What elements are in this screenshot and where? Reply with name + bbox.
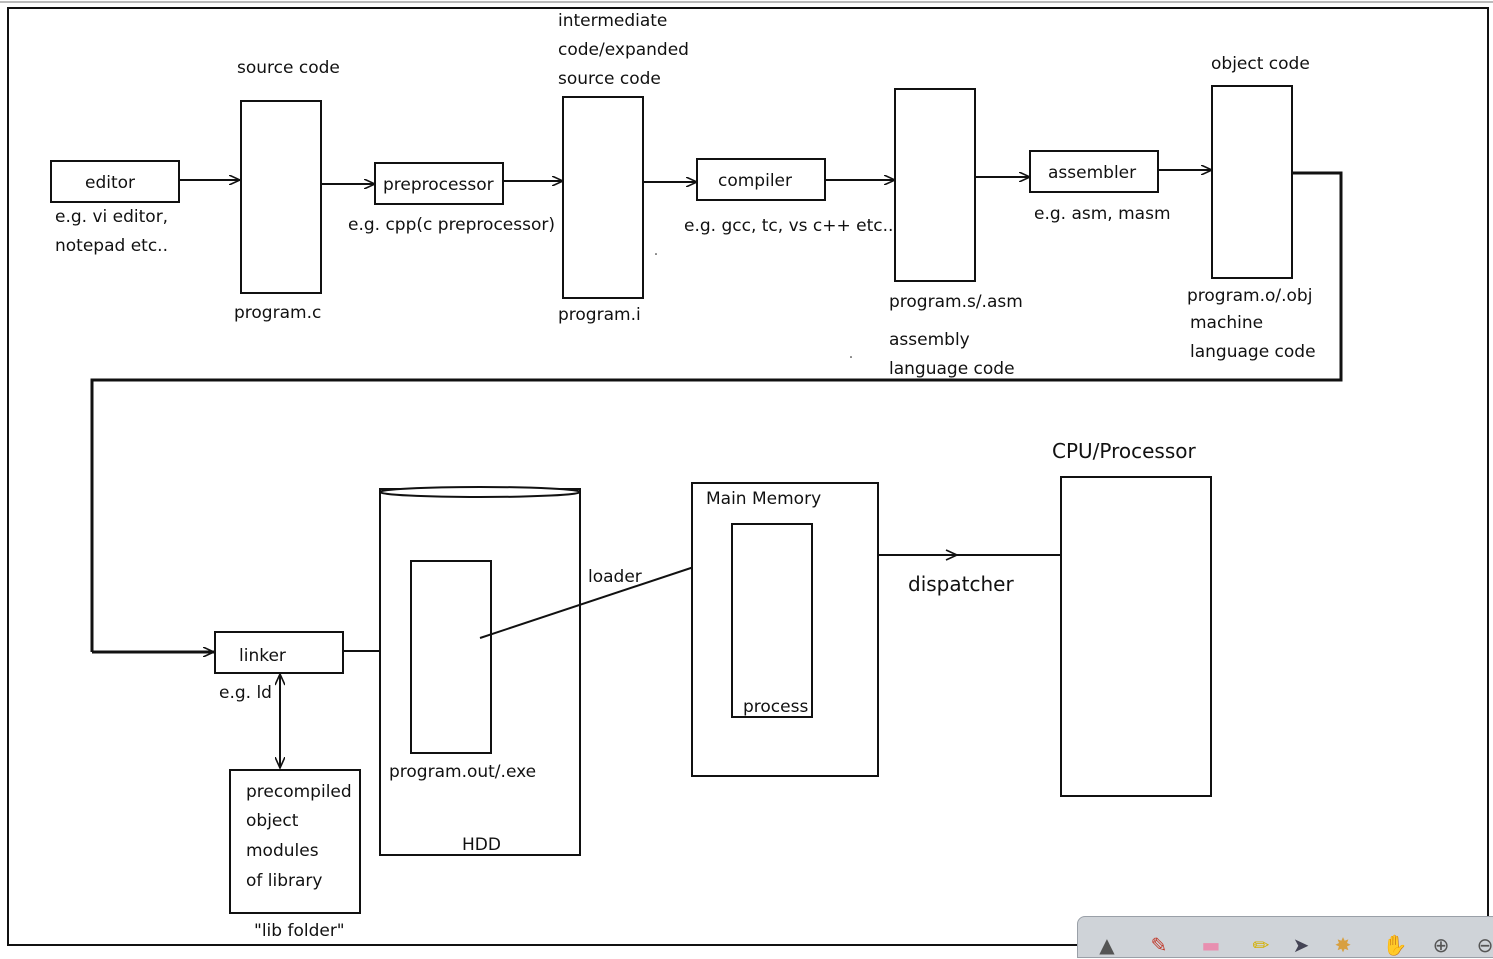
stray-dot [850, 356, 852, 358]
intermediate-caption-3: source code [558, 69, 661, 89]
intermediate-file-name: program.i [558, 305, 641, 325]
assembly-caption-2: language code [889, 359, 1015, 379]
library-line-3: modules [246, 841, 319, 861]
object-code-caption: object code [1211, 54, 1310, 74]
library-line-2: object [246, 811, 299, 831]
editor-note-2: notepad etc.. [55, 236, 168, 256]
library-caption: "lib folder" [254, 921, 345, 941]
executable-file-box [410, 560, 492, 754]
editor-box [50, 160, 180, 203]
library-box [229, 769, 361, 914]
intermediate-caption-2: code/expanded [558, 40, 689, 60]
pointer-icon[interactable]: ▲ [1099, 933, 1115, 957]
hdd-label: HDD [462, 835, 501, 855]
editor-note-1: e.g. vi editor, [55, 207, 168, 227]
library-line-1: precompiled [246, 782, 352, 802]
process-box [731, 523, 813, 718]
source-file-name: program.c [234, 303, 321, 323]
library-line-4: of library [246, 871, 322, 891]
cursor-icon[interactable]: ➤ [1292, 933, 1310, 957]
dispatcher-arrowhead [945, 549, 959, 561]
source-code-caption: source code [237, 58, 340, 78]
assembly-caption-1: assembly [889, 330, 970, 350]
intermediate-file-box [562, 96, 644, 299]
intermediate-caption-1: intermediate [558, 11, 667, 31]
main-memory-label: Main Memory [706, 489, 821, 509]
compiler-note: e.g. gcc, tc, vs c++ etc... [684, 216, 899, 236]
assembly-file-name: program.s/.asm [889, 292, 1023, 312]
canvas-frame [7, 7, 1489, 946]
preprocessor-note: e.g. cpp(c preprocessor) [348, 215, 555, 235]
loader-label: loader [588, 567, 642, 587]
source-file-box [240, 100, 322, 294]
linker-note: e.g. ld [219, 683, 272, 703]
compiler-label: compiler [718, 171, 792, 191]
object-file-name: program.o/.obj [1187, 286, 1312, 306]
zoom-out-icon[interactable]: ⊖ [1476, 933, 1493, 957]
arrow-loader [479, 554, 733, 639]
stray-dot [655, 253, 657, 255]
eraser-icon[interactable]: ▬ [1201, 933, 1221, 957]
linker-box [214, 631, 344, 674]
assembly-file-box [894, 88, 976, 282]
laser-icon[interactable]: ✸ [1334, 933, 1352, 957]
editor-label: editor [85, 173, 135, 193]
object-file-box [1211, 85, 1293, 279]
assembler-box [1029, 150, 1159, 193]
highlighter-icon[interactable]: ✏ [1252, 933, 1270, 957]
linker-label: linker [239, 646, 286, 666]
zoom-icon[interactable]: ⊕ [1432, 933, 1450, 957]
assembler-note: e.g. asm, masm [1034, 204, 1171, 224]
executable-file-name: program.out/.exe [389, 762, 536, 782]
hand-icon[interactable]: ✋ [1382, 933, 1408, 957]
cpu-box [1060, 476, 1212, 797]
process-label: process [743, 697, 808, 717]
dispatcher-label: dispatcher [908, 572, 1014, 596]
pen-icon[interactable]: ✎ [1150, 933, 1168, 957]
compiler-box [696, 158, 826, 201]
object-desc-2: language code [1190, 342, 1316, 362]
assembler-label: assembler [1048, 163, 1136, 183]
preprocessor-box [374, 162, 504, 205]
drawing-toolbar: ▲ ✎ ▬ ✏ ➤ ✸ ✋ ⊕ ⊖ [1077, 916, 1493, 958]
object-desc-1: machine [1190, 313, 1263, 333]
preprocessor-label: preprocessor [383, 175, 494, 195]
cpu-label: CPU/Processor [1052, 439, 1197, 463]
connector-object-to-linker [90, 171, 1343, 652]
